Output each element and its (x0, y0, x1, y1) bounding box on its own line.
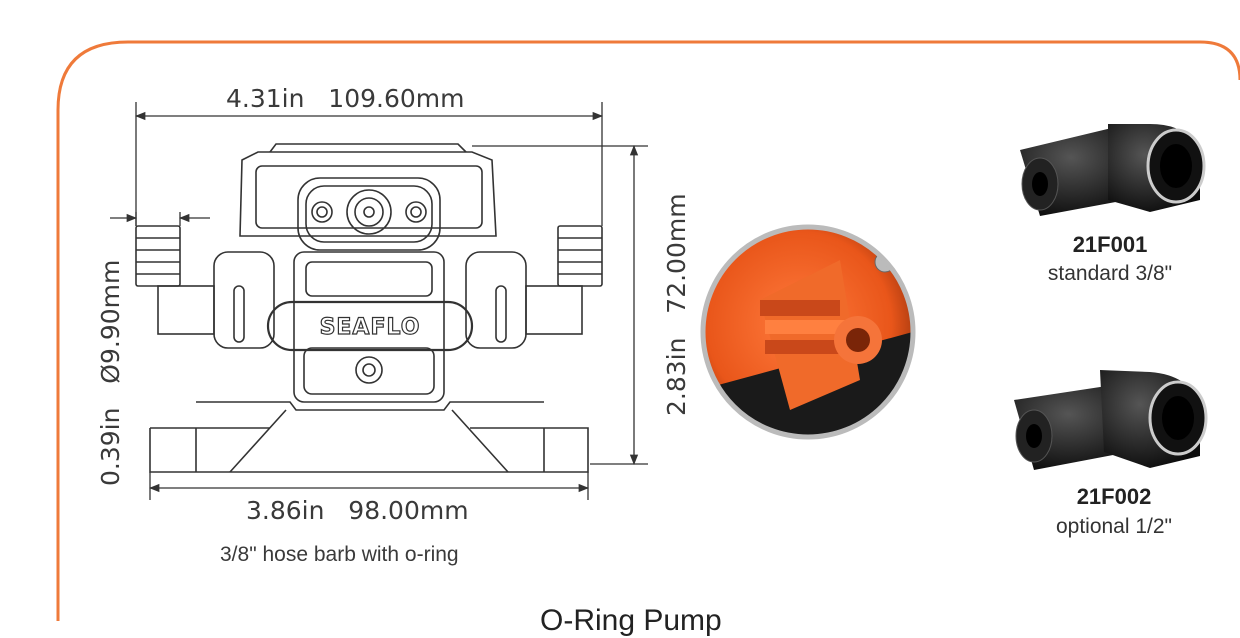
fitting-1-description: standard 3/8" (1047, 262, 1173, 285)
fitting-2-code: 21F002 (1076, 484, 1152, 509)
pump-drawing (135, 143, 603, 473)
caption-label: 3/8" hose barb with o-ring (220, 543, 459, 566)
fitting-2-description: optional 1/2" (1055, 515, 1173, 538)
diagram-canvas: SEAFLO (56, 40, 1240, 621)
width-top-label: 4.31in 109.60mm (226, 84, 465, 113)
footer-title-partial: O-Ring Pump (540, 604, 722, 637)
product-diagram: SEAFLO (56, 40, 1240, 637)
dimension-lines (110, 102, 648, 500)
brand-logo: SEAFLO (320, 315, 421, 340)
barb-left-label: 0.39in Ø9.90mm (96, 259, 125, 486)
orange-frame (56, 40, 1240, 621)
width-bottom-label: 3.86in 98.00mm (246, 496, 469, 525)
fitting-21f001-image (1020, 124, 1206, 216)
fitting-21f002-image (1014, 370, 1208, 470)
height-right-label: 2.83in 72.00mm (662, 193, 691, 416)
hose-barb-closeup-photo (703, 227, 913, 437)
photo-ring (700, 224, 916, 440)
fitting-1-code: 21F001 (1072, 232, 1148, 257)
